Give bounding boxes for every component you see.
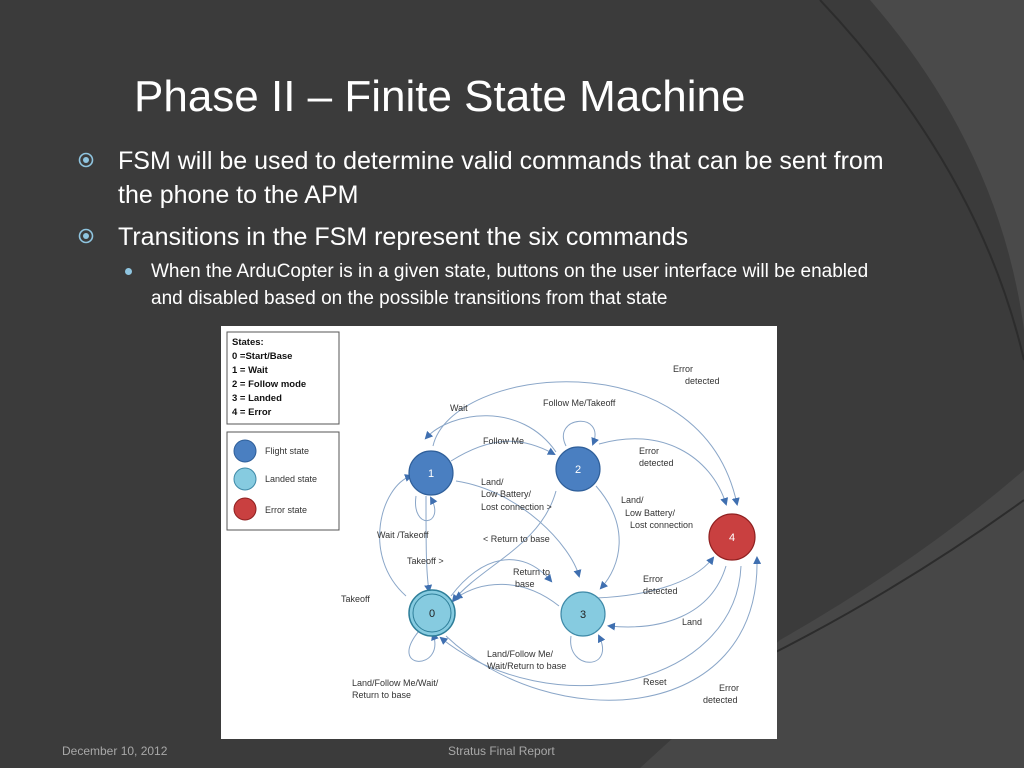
edge-label: detected	[639, 458, 674, 468]
state-node-3	[560, 591, 606, 637]
edge-label: Land/	[481, 477, 504, 487]
footer-title: Stratus Final Report	[448, 744, 555, 758]
edge-label: Error	[643, 574, 663, 584]
transition-arrow	[432, 381, 740, 506]
edge-label: Follow Me	[483, 436, 524, 446]
edge-label: Land/	[621, 495, 644, 505]
edge-label: Low Battery/	[625, 508, 676, 518]
flight-state-swatch	[233, 439, 257, 463]
edge-label: Wait/Return to base	[487, 661, 566, 671]
transition-arrow	[379, 474, 413, 597]
state-node-label: 2	[575, 464, 581, 476]
circle-bullet-icon	[78, 152, 94, 168]
edge-label: detected	[643, 586, 678, 596]
state-node-0	[408, 589, 456, 637]
sub-bullet-text: When the ArduCopter is in a given state,…	[151, 261, 869, 309]
fsm-edge-labels: Error detected Wait Follow Me/Takeoff Fo…	[341, 364, 739, 705]
transition-arrow	[450, 440, 556, 462]
edge-label: < Return to base	[483, 534, 550, 544]
edge-label: Error	[673, 364, 693, 374]
edge-label: Takeoff >	[407, 556, 444, 566]
state-node-2	[555, 446, 601, 492]
transition-arrow	[450, 559, 553, 597]
transition-arrow	[598, 438, 729, 506]
transition-arrow	[439, 565, 742, 687]
edge-label: Land/Follow Me/Wait/	[352, 678, 439, 688]
dot-bullet-icon	[125, 268, 132, 275]
legend-item: 3 = Landed	[232, 393, 282, 404]
bullet-text: Transitions in the FSM represent the six…	[118, 223, 689, 251]
transition-arrow	[424, 415, 557, 453]
page-title: Phase II – Finite State Machine	[134, 72, 746, 121]
edge-label: Wait	[450, 403, 468, 413]
edge-label: Return to base	[352, 690, 411, 700]
transition-arrow	[454, 583, 560, 607]
edge-label: Low Battery/	[481, 489, 532, 499]
edge-label: Land	[682, 617, 702, 627]
fsm-nodes: 1 2 0 3 4	[408, 446, 756, 637]
transition-arrow	[595, 556, 715, 599]
legend-heading: States:	[232, 337, 264, 348]
bullet-item: Transitions in the FSM represent the six…	[78, 220, 918, 254]
edge-label: detected	[703, 695, 738, 705]
transition-arrow	[563, 420, 599, 447]
transition-arrow	[415, 495, 438, 522]
edge-label: detected	[685, 376, 720, 386]
legend-states: States: 0 =Start/Base 1 = Wait 2 = Follo…	[226, 331, 340, 425]
error-state-swatch	[233, 497, 257, 521]
legend-type-label: Flight state	[265, 446, 309, 456]
edge-label: Error	[719, 683, 739, 693]
edge-label: Error	[639, 446, 659, 456]
legend-type-label: Error state	[265, 505, 307, 515]
legend-types: Flight state Landed state Error state	[226, 431, 340, 531]
state-node-label: 4	[729, 532, 735, 544]
edge-label: Return to	[513, 567, 550, 577]
transition-arrow	[424, 495, 433, 593]
legend-item: 1 = Wait	[232, 365, 269, 376]
state-node-1	[408, 450, 454, 496]
legend-type-label: Landed state	[265, 474, 317, 484]
state-node-0-inner-ring	[412, 593, 452, 633]
landed-state-swatch	[233, 467, 257, 491]
footer-date: December 10, 2012	[62, 744, 168, 758]
fsm-diagram-svg: States: 0 =Start/Base 1 = Wait 2 = Follo…	[226, 331, 762, 705]
bullet-item: FSM will be used to determine valid comm…	[78, 144, 918, 212]
state-node-4	[708, 513, 756, 561]
sub-bullet-item: When the ArduCopter is in a given state,…	[125, 258, 881, 312]
fsm-transitions	[379, 381, 762, 701]
edge-label: Reset	[643, 677, 667, 687]
transition-arrow	[445, 556, 762, 701]
state-node-label: 0	[429, 608, 435, 620]
transition-arrow	[408, 630, 439, 662]
transition-arrow	[455, 480, 582, 578]
transition-arrow	[451, 490, 557, 603]
legend-item: 2 = Follow mode	[232, 379, 306, 390]
legend-item: 4 = Error	[232, 407, 272, 418]
edge-label: Lost connection >	[481, 502, 552, 512]
edge-label: Land/Follow Me/	[487, 649, 554, 659]
state-node-label: 3	[580, 609, 586, 621]
edge-label: base	[515, 579, 535, 589]
transition-arrow	[607, 565, 727, 631]
bullet-text: FSM will be used to determine valid comm…	[118, 147, 884, 209]
edge-label: Wait /Takeoff	[377, 530, 429, 540]
transition-arrow	[595, 485, 620, 590]
edge-label: Lost connection	[630, 520, 693, 530]
state-node-label: 1	[428, 468, 434, 480]
fsm-diagram: States: 0 =Start/Base 1 = Wait 2 = Follo…	[221, 326, 777, 739]
transition-arrow	[570, 634, 606, 663]
edge-label: Follow Me/Takeoff	[543, 398, 616, 408]
circle-bullet-icon	[78, 228, 94, 244]
edge-label: Takeoff	[341, 594, 370, 604]
legend-item: 0 =Start/Base	[232, 351, 292, 362]
